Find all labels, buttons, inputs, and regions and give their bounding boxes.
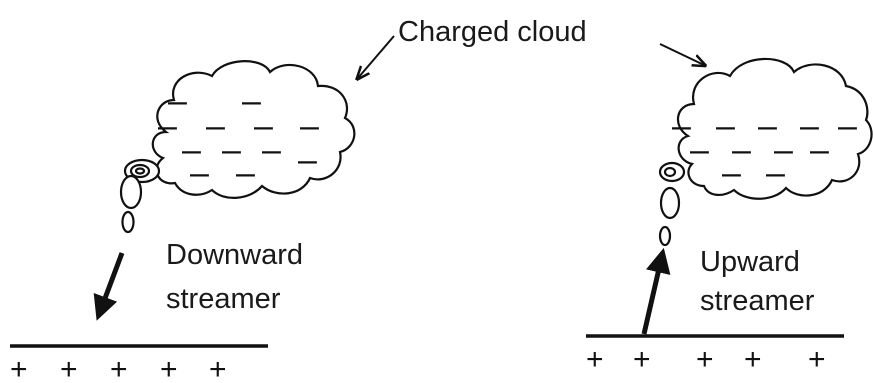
- positive-charge: +: [160, 353, 178, 383]
- negative-charge: –: [298, 141, 317, 179]
- negative-charge: –: [838, 107, 857, 145]
- negative-charge: –: [732, 131, 751, 169]
- negative-charge: –: [300, 107, 319, 145]
- left-cloud-pointer: [358, 35, 395, 78]
- upward-label-line2: streamer: [700, 285, 815, 317]
- negative-charge: –: [242, 82, 261, 120]
- positive-charge: +: [633, 343, 651, 376]
- positive-charge: +: [586, 343, 604, 376]
- left-streamer-channel: [119, 158, 161, 234]
- negative-charge: –: [190, 154, 209, 192]
- right-ground-charges: + + + + +: [586, 343, 826, 376]
- negative-charge: –: [254, 107, 273, 145]
- negative-charge: –: [262, 131, 281, 169]
- positive-charge: +: [744, 343, 762, 376]
- right-cloud-charges: – – – – – – – – – – –: [672, 107, 857, 192]
- positive-charge: +: [209, 353, 227, 383]
- negative-charge: –: [716, 107, 735, 145]
- downward-label-line2: streamer: [166, 283, 281, 315]
- negative-charge: –: [206, 107, 225, 145]
- left-cloud: [151, 60, 356, 199]
- positive-charge: +: [10, 353, 28, 383]
- negative-charge: –: [690, 131, 709, 169]
- charged-cloud-label: Charged cloud: [398, 16, 587, 48]
- positive-charge: +: [110, 353, 128, 383]
- negative-charge: –: [182, 131, 201, 169]
- left-ground-charges: + + + + +: [10, 353, 227, 383]
- left-cloud-charges: – – – – – – – – – – – –: [158, 82, 319, 192]
- negative-charge: –: [672, 107, 691, 145]
- upward-arrow: [641, 247, 671, 335]
- positive-charge: +: [808, 343, 826, 376]
- right-cloud: [677, 57, 873, 200]
- negative-charge: –: [766, 154, 785, 192]
- negative-charge: –: [722, 154, 741, 192]
- negative-charge: –: [222, 131, 241, 169]
- right-streamer-channel: [658, 161, 686, 247]
- positive-charge: +: [60, 353, 78, 383]
- negative-charge: –: [758, 107, 777, 145]
- negative-charge: –: [158, 107, 177, 145]
- downward-arrow: [93, 252, 125, 321]
- upward-label-line1: Upward: [700, 246, 800, 278]
- downward-label-line1: Downward: [166, 239, 303, 271]
- negative-charge: –: [800, 107, 819, 145]
- negative-charge: –: [236, 154, 255, 192]
- negative-charge: –: [774, 131, 793, 169]
- negative-charge: –: [810, 131, 829, 169]
- negative-charge: –: [168, 82, 187, 120]
- positive-charge: +: [696, 343, 714, 376]
- right-cloud-pointer: [659, 43, 704, 65]
